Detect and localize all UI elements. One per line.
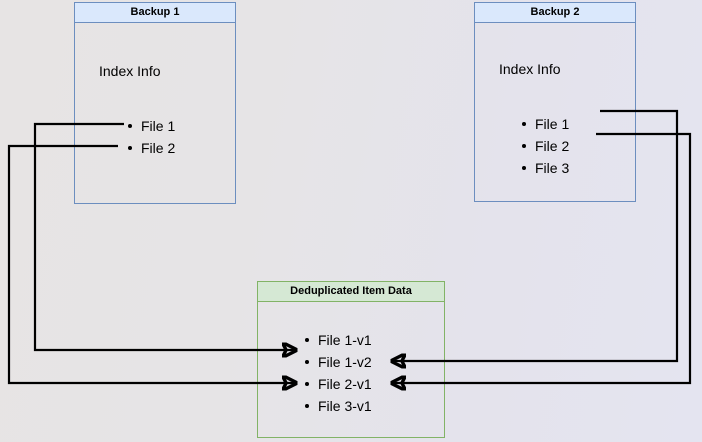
list-item[interactable]: File 3-v1 — [302, 395, 372, 417]
list-item[interactable]: File 1 — [125, 115, 175, 137]
list-item[interactable]: File 3 — [519, 157, 569, 179]
node-dedup-title: Deduplicated Item Data — [258, 282, 444, 302]
node-backup2-body: Index Info File 1 File 2 File 3 — [475, 23, 635, 201]
node-backup2[interactable]: Backup 2 Index Info File 1 File 2 File 3 — [474, 2, 636, 202]
node-backup2-index-label: Index Info — [499, 61, 561, 77]
node-backup1-body: Index Info File 1 File 2 — [75, 23, 235, 203]
list-item[interactable]: File 2 — [125, 137, 175, 159]
list-item[interactable]: File 1-v2 — [302, 351, 372, 373]
list-item[interactable]: File 2-v1 — [302, 373, 372, 395]
list-item[interactable]: File 1 — [519, 113, 569, 135]
node-backup2-title: Backup 2 — [475, 3, 635, 23]
node-backup2-file-list: File 1 File 2 File 3 — [519, 113, 569, 179]
node-dedup[interactable]: Deduplicated Item Data File 1-v1 File 1-… — [257, 281, 445, 438]
node-backup1[interactable]: Backup 1 Index Info File 1 File 2 — [74, 2, 236, 204]
node-backup1-index-label: Index Info — [99, 63, 161, 79]
node-dedup-file-list: File 1-v1 File 1-v2 File 2-v1 File 3-v1 — [302, 329, 372, 417]
node-backup1-file-list: File 1 File 2 — [125, 115, 175, 159]
list-item[interactable]: File 1-v1 — [302, 329, 372, 351]
node-backup1-title: Backup 1 — [75, 3, 235, 23]
node-dedup-body: File 1-v1 File 1-v2 File 2-v1 File 3-v1 — [258, 302, 444, 437]
list-item[interactable]: File 2 — [519, 135, 569, 157]
